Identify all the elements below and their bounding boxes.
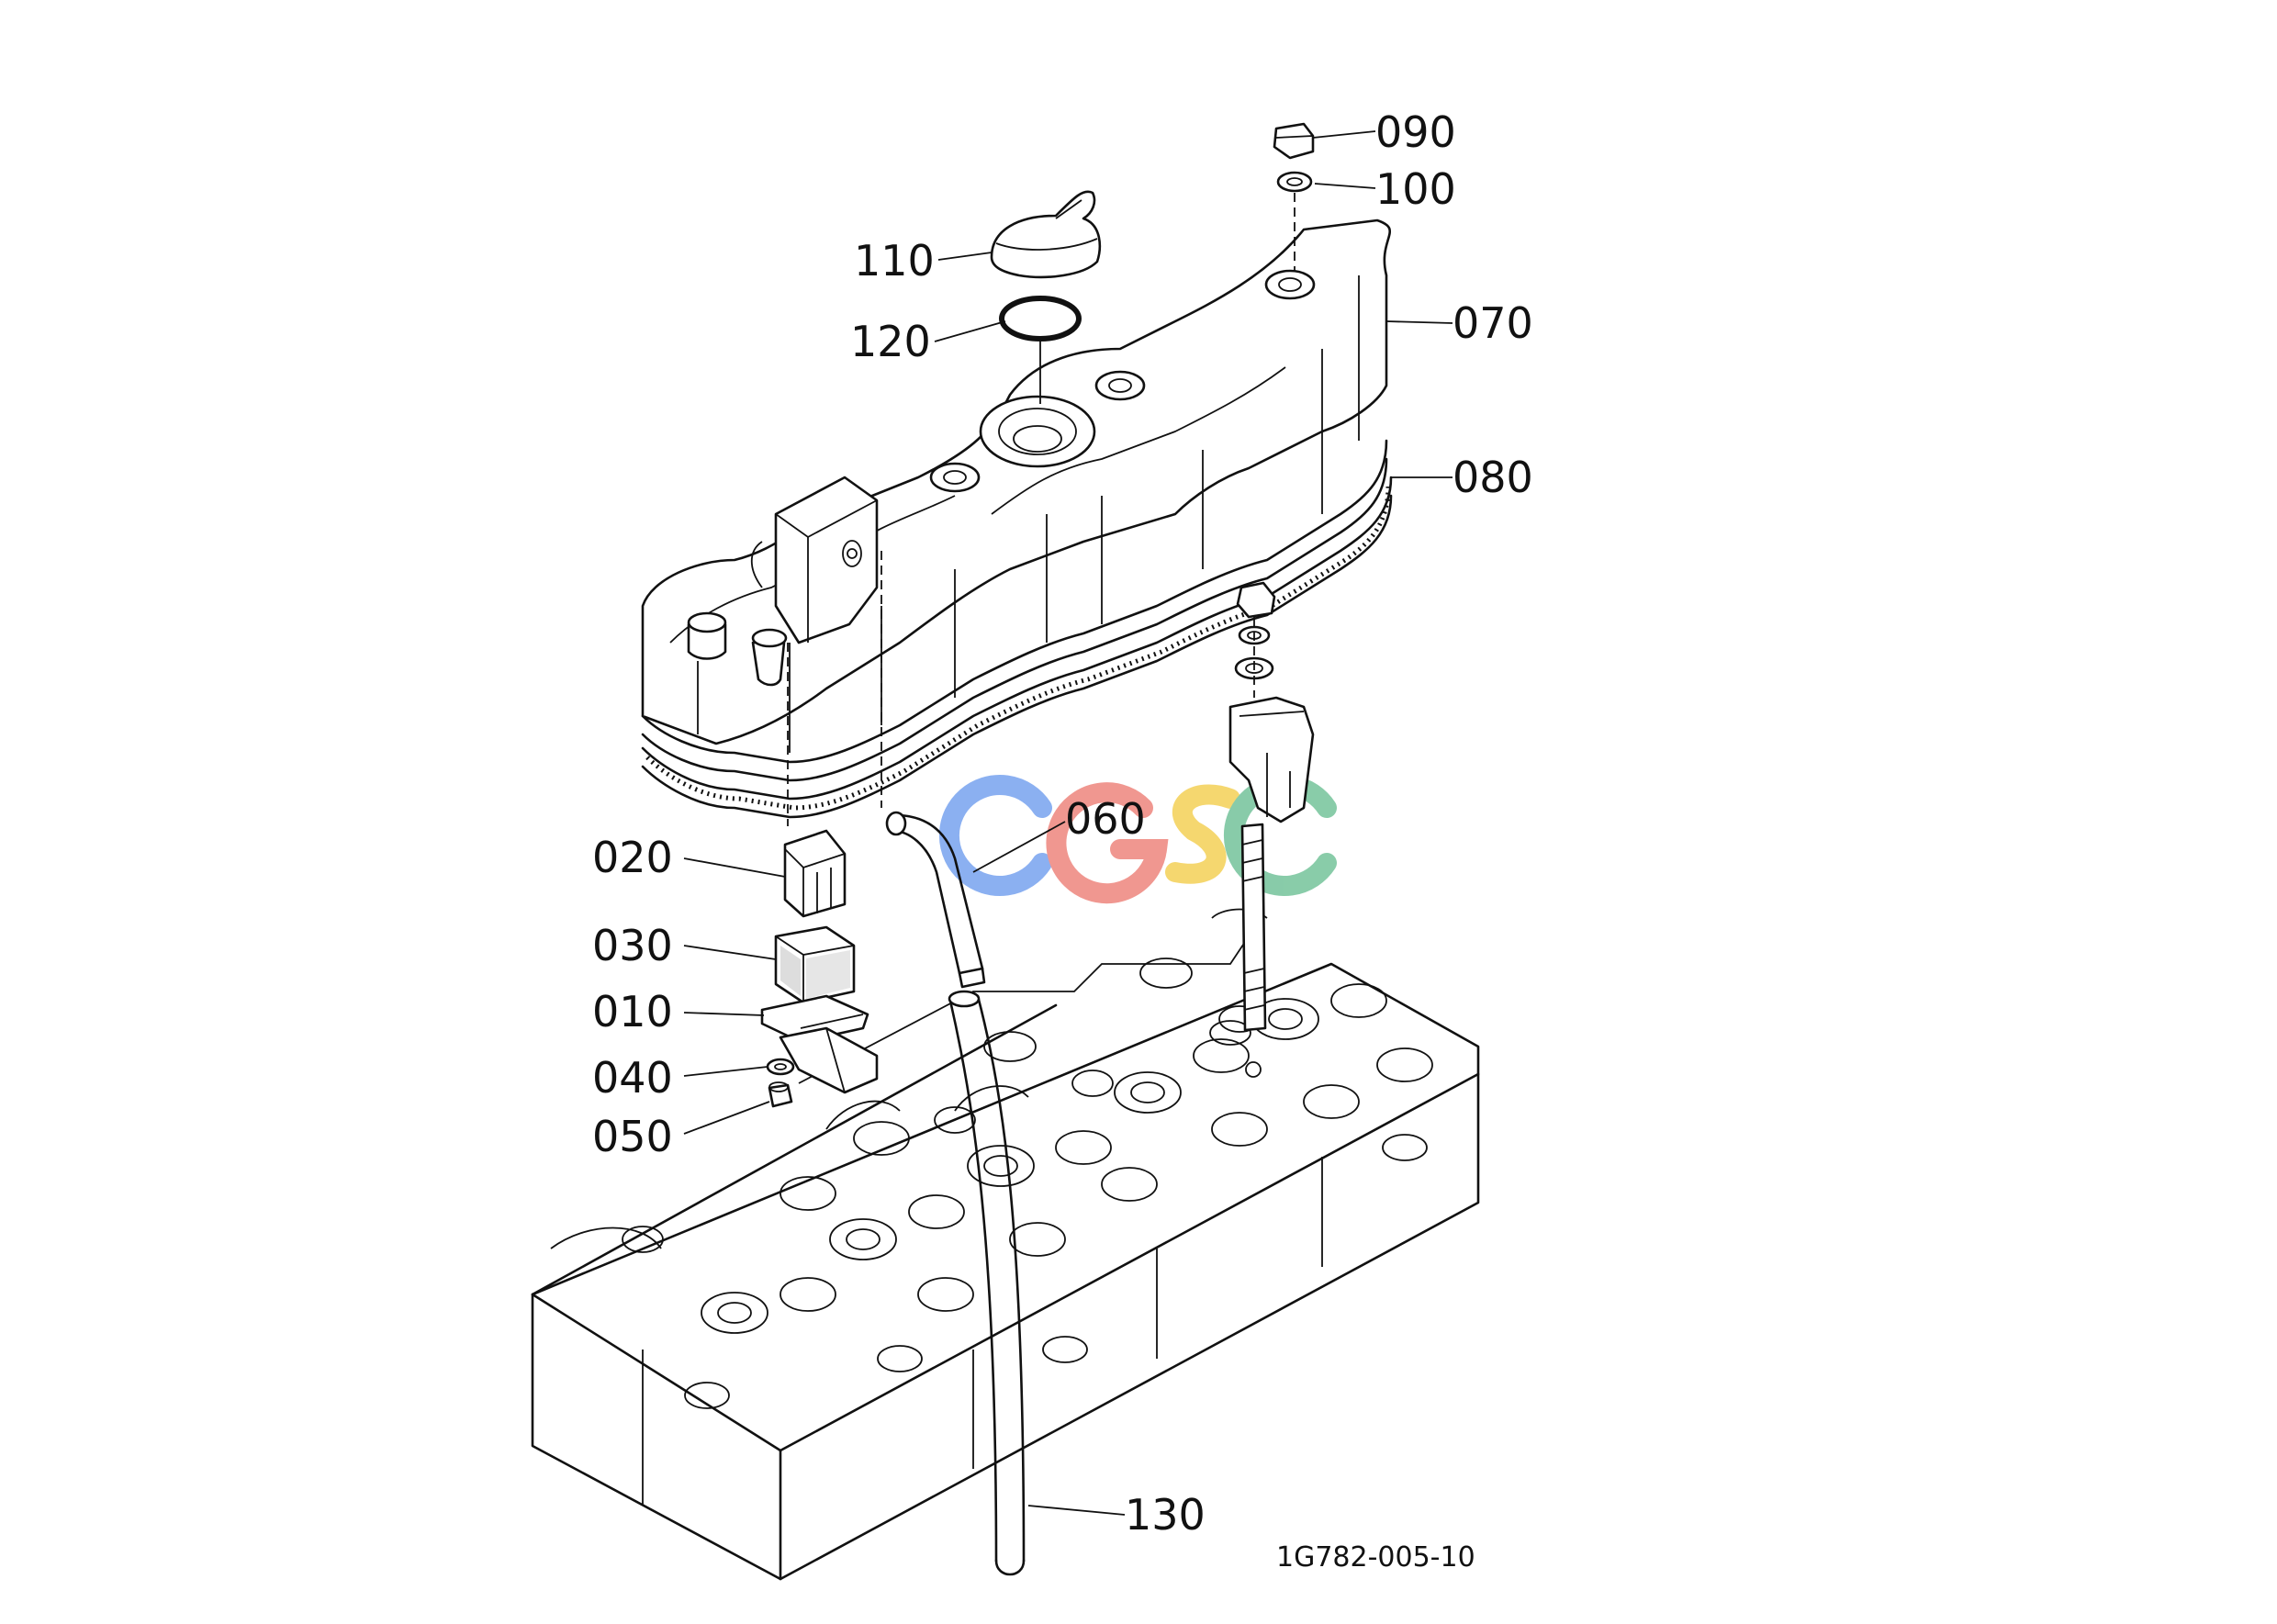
cover-gasket [641, 476, 1393, 819]
stud-assembly [1228, 581, 1315, 1032]
breather-pipe [948, 990, 1026, 1576]
callout-labels: 090 100 110 120 070 080 060 020 030 010 … [592, 107, 1533, 1574]
watermark-letter-c1 [938, 775, 1052, 896]
callout-020: 020 [592, 833, 673, 882]
cylinder-head-cover [641, 218, 1393, 819]
oil-filler-cap [990, 190, 1102, 279]
breather-cover [783, 829, 847, 918]
callout-100: 100 [1375, 164, 1456, 214]
callout-130: 130 [1125, 1490, 1206, 1540]
o-ring [999, 296, 1082, 342]
leader-lines [683, 130, 1453, 1516]
callout-110: 110 [854, 236, 935, 286]
screw [768, 1081, 793, 1108]
watermark-letter-g [1046, 782, 1169, 904]
callout-060: 060 [1065, 794, 1146, 844]
stud-hole-icon [1245, 1061, 1262, 1078]
breather-element [774, 925, 856, 1004]
breather-hose [885, 811, 986, 989]
callout-120: 120 [850, 317, 931, 366]
filler-neck [979, 395, 1096, 468]
reference-code: 1G782-005-10 [1276, 1541, 1475, 1574]
callout-070: 070 [1453, 298, 1533, 348]
washer [766, 1058, 795, 1076]
callout-030: 030 [592, 921, 673, 970]
cover-nut [1273, 122, 1315, 160]
breather-housing [774, 476, 879, 644]
callout-090: 090 [1375, 107, 1456, 157]
breather-plate [760, 994, 879, 1094]
callout-040: 040 [592, 1053, 673, 1103]
nut-washer [1276, 171, 1313, 193]
callout-080: 080 [1453, 453, 1533, 502]
watermark-letter-s [1165, 784, 1240, 884]
cylinder-head [531, 908, 1480, 1581]
callout-010: 010 [592, 987, 673, 1036]
callout-050: 050 [592, 1112, 673, 1161]
